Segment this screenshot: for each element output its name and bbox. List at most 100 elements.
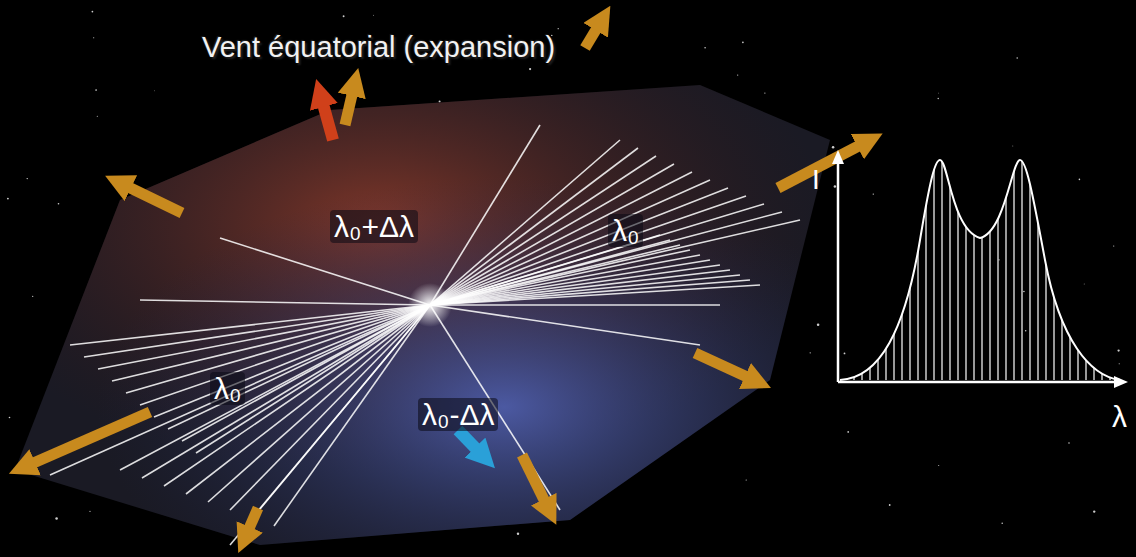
star	[55, 517, 58, 520]
hatch-line	[877, 150, 878, 382]
redshift-arrow	[320, 93, 333, 140]
wavelength-axis-label: λ	[1112, 400, 1127, 433]
sight-line	[140, 300, 430, 305]
sight-line	[186, 305, 430, 494]
redshift-label: λ₀+Δλ	[330, 210, 418, 243]
star	[938, 465, 939, 466]
star	[1083, 283, 1085, 285]
hatch-line	[989, 150, 990, 382]
hatch-line	[1013, 150, 1014, 382]
sight-line	[84, 305, 430, 357]
star	[1093, 510, 1095, 512]
intensity-axis-label: I	[812, 165, 820, 196]
star	[746, 479, 747, 480]
sight-line	[220, 238, 430, 305]
sight-line	[154, 305, 430, 417]
hatch-line	[981, 150, 982, 382]
hatch-line	[973, 150, 974, 382]
star	[529, 68, 531, 70]
star	[742, 41, 744, 43]
sight-line	[196, 305, 430, 453]
sight-line	[430, 280, 750, 305]
hatch-line	[1061, 150, 1062, 382]
hatch-line	[1117, 150, 1118, 382]
hatch-line	[869, 150, 870, 382]
star	[89, 511, 90, 512]
star	[97, 116, 98, 117]
sight-line	[120, 305, 430, 470]
sight-line	[430, 285, 760, 305]
star	[834, 185, 836, 187]
hatch-line	[853, 150, 854, 382]
hatch-line	[1077, 150, 1078, 382]
sight-line	[230, 305, 430, 545]
title-label: Vent équatorial (expansion)	[202, 32, 555, 64]
star	[93, 37, 94, 38]
sight-line	[140, 305, 430, 405]
sight-line	[430, 212, 782, 305]
hatch-line	[1021, 150, 1022, 382]
star	[343, 15, 345, 17]
star	[764, 93, 765, 94]
hatch-line	[1037, 150, 1038, 382]
star	[937, 98, 938, 99]
star	[737, 75, 738, 76]
hatch-line	[925, 150, 926, 382]
star	[95, 89, 97, 91]
star	[938, 92, 940, 94]
hatch-line	[1109, 150, 1110, 382]
star	[32, 296, 33, 297]
sight-line	[430, 275, 740, 305]
star	[7, 198, 9, 200]
hatch-line	[933, 150, 934, 382]
hatch-line	[901, 150, 902, 382]
star	[704, 47, 706, 49]
star	[1119, 363, 1120, 364]
star	[1079, 179, 1081, 181]
hatch-line	[1053, 150, 1054, 382]
hatch-line	[917, 150, 918, 382]
hatch-line	[1093, 150, 1094, 382]
star	[9, 417, 11, 419]
star	[873, 193, 874, 194]
star	[154, 90, 156, 92]
star	[889, 504, 891, 506]
sight-line	[126, 305, 430, 393]
hatch-line	[893, 150, 894, 382]
star	[1117, 349, 1119, 351]
sight-line	[430, 204, 764, 305]
star	[1113, 245, 1114, 246]
blueshift-region	[15, 85, 830, 545]
star-core	[408, 283, 452, 327]
hatch-line	[941, 150, 942, 382]
hatch-line	[957, 150, 958, 382]
sight-line	[208, 305, 430, 502]
sight-line	[252, 305, 430, 518]
star	[517, 533, 519, 535]
star	[373, 14, 375, 16]
sight-line	[430, 270, 730, 305]
sight-line	[430, 164, 674, 305]
sight-line	[274, 305, 430, 526]
star	[1012, 145, 1014, 147]
sight-line	[164, 305, 430, 486]
rest-wavelength-label: λ₀	[210, 372, 245, 405]
star	[1016, 57, 1018, 59]
star	[558, 28, 559, 29]
hatch-line	[1005, 150, 1006, 382]
star	[817, 323, 820, 326]
sight-line	[430, 305, 700, 345]
star	[439, 101, 441, 103]
blueshift-label: λ₀-Δλ	[418, 398, 498, 431]
disk	[15, 85, 830, 545]
blueshift-arrow	[458, 430, 485, 458]
star	[998, 259, 999, 260]
hatch-line	[1069, 150, 1070, 382]
sight-line	[168, 305, 430, 429]
sight-line	[50, 305, 430, 475]
star	[1068, 442, 1070, 444]
hatch-line	[861, 150, 862, 382]
sight-line	[430, 125, 540, 305]
